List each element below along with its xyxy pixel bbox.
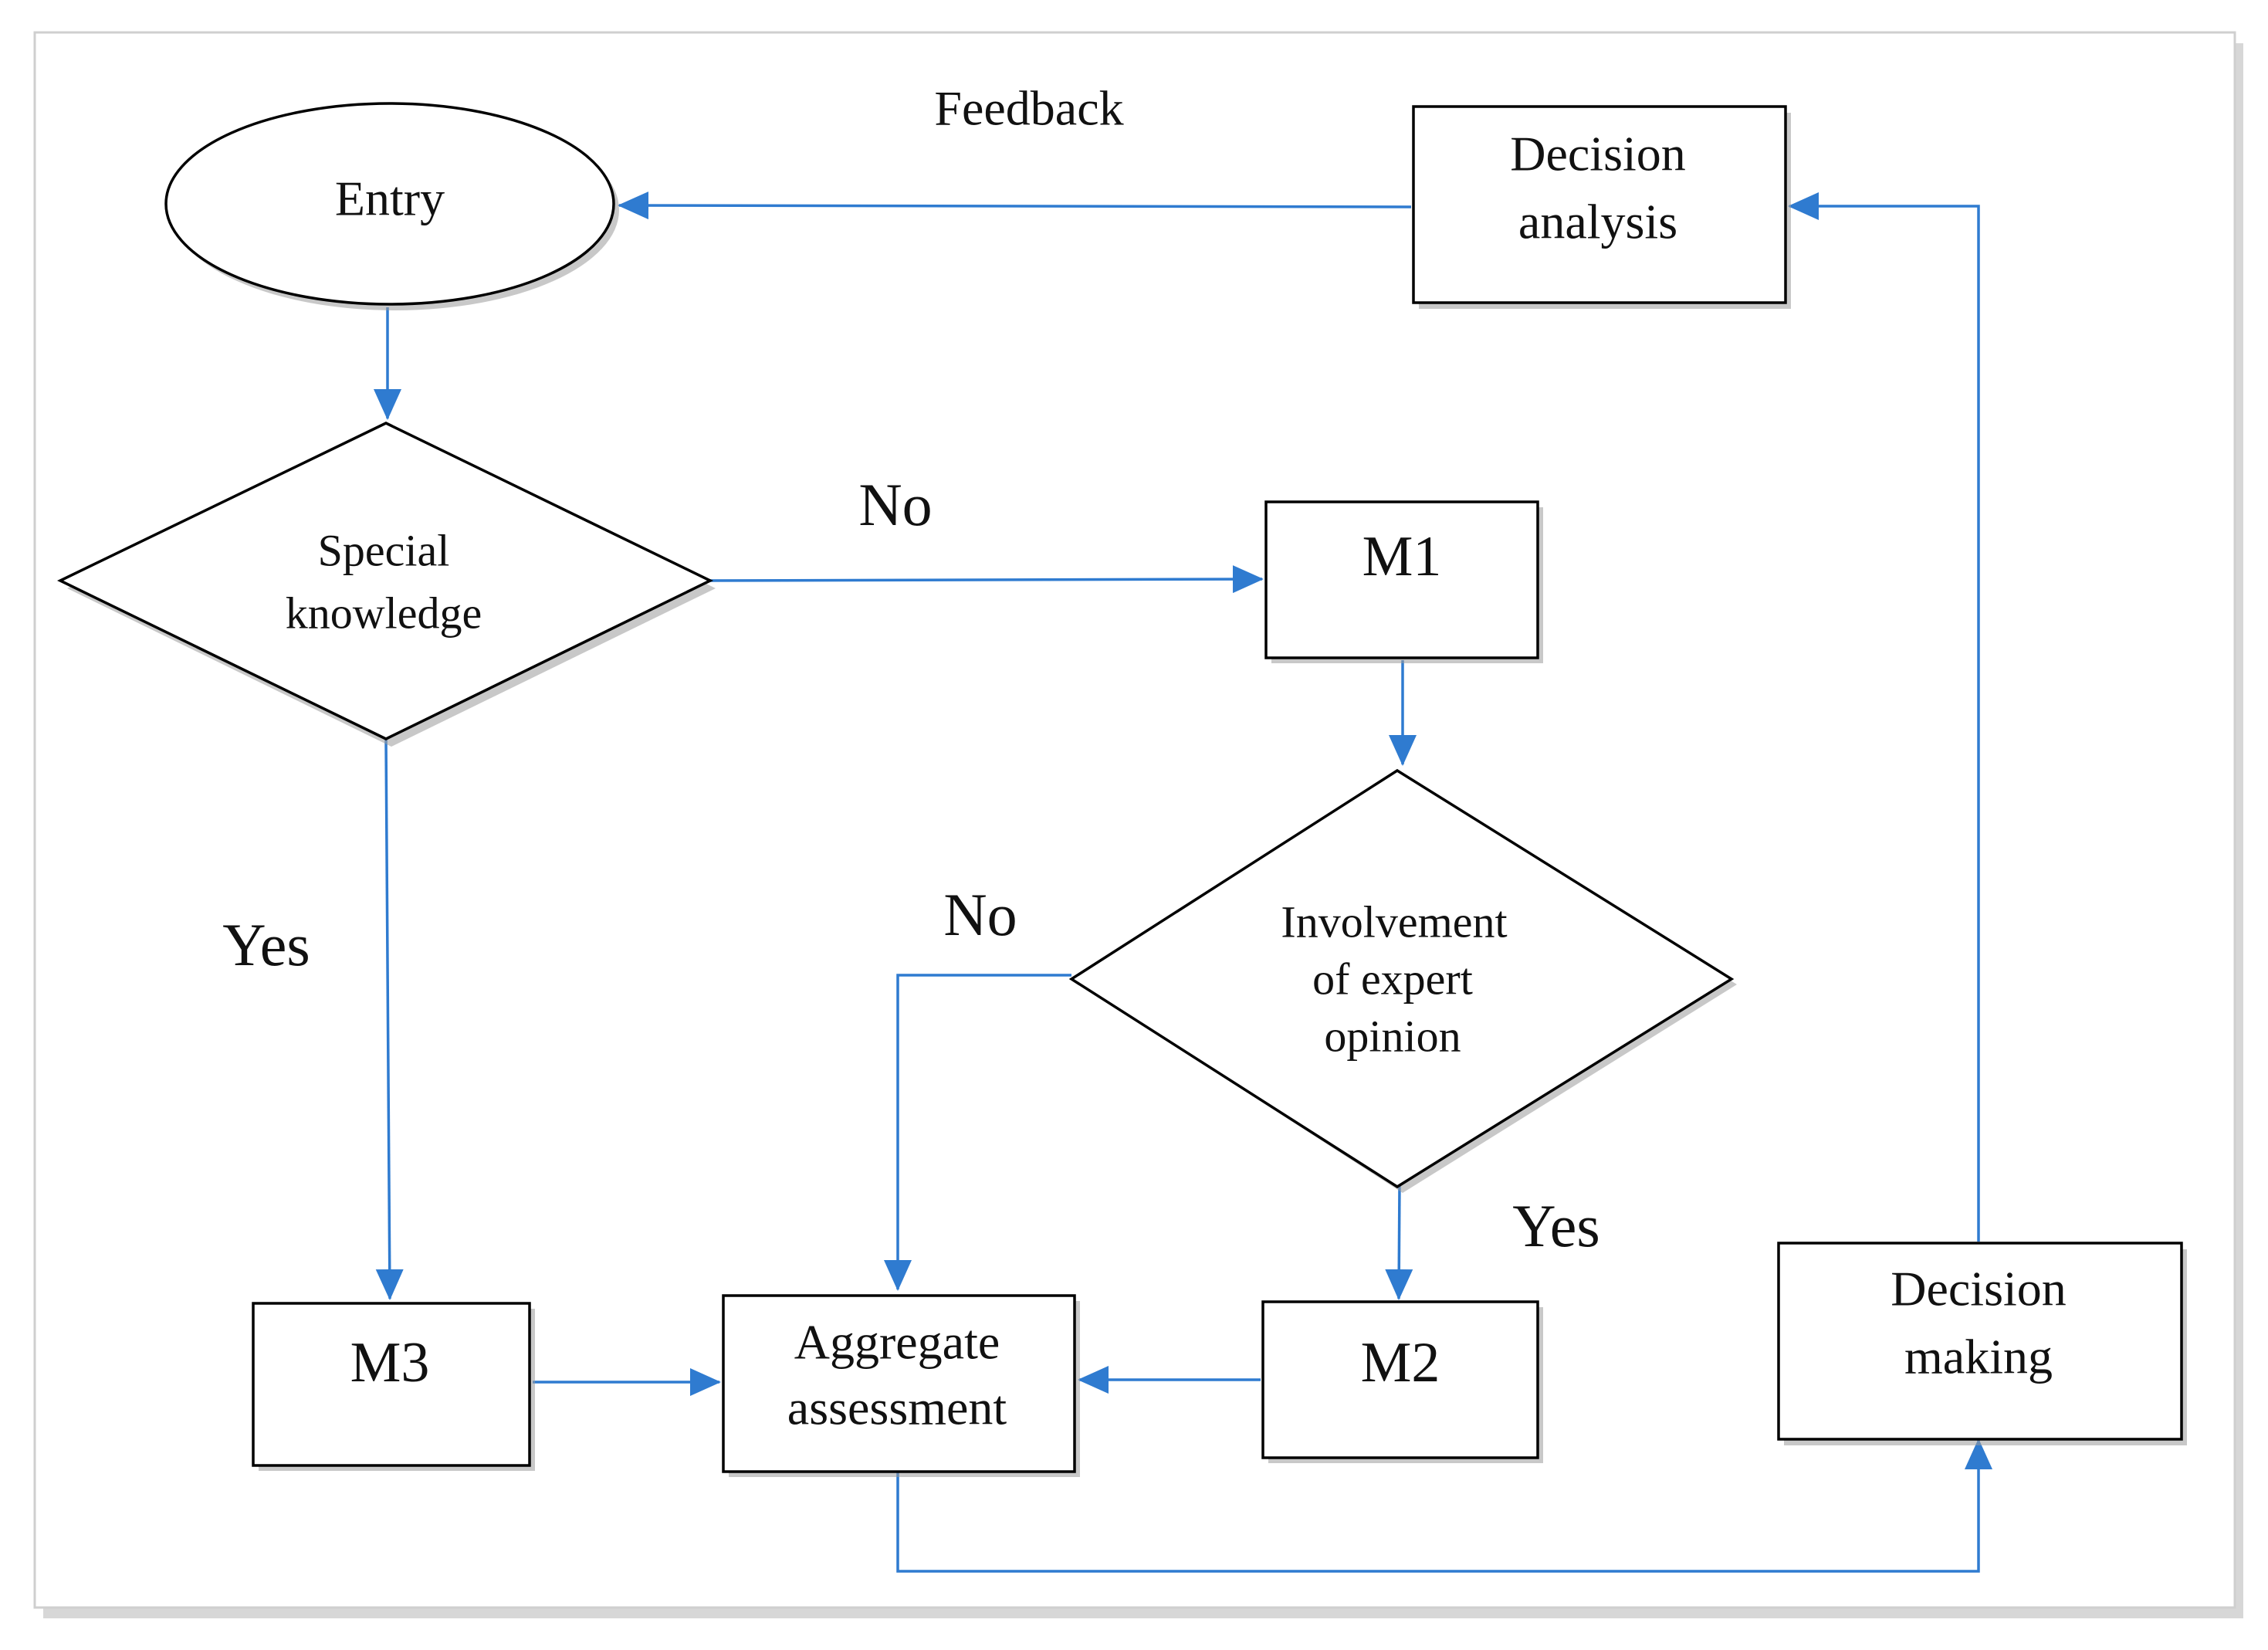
- edge-involvement-to-aggregate: [884, 974, 1071, 1291]
- involvement-node: [1068, 768, 1735, 1189]
- special-knowledge-label-line1: Special: [318, 525, 450, 575]
- m1-node: [1264, 500, 1539, 659]
- decision-analysis-node: [1412, 105, 1787, 304]
- edge-decision-making-to-decision-analysis: [1788, 192, 1980, 1242]
- edge-special-knowledge-to-m1: [709, 565, 1264, 594]
- feedback-label: Feedback: [934, 81, 1123, 136]
- m3-node: [252, 1302, 531, 1467]
- special-knowledge-label-line2: knowledge: [286, 588, 482, 638]
- decision-making-label-line1: Decision: [1891, 1262, 2067, 1316]
- m2-node: [1261, 1300, 1539, 1459]
- no-label-top: No: [858, 471, 932, 538]
- involvement-label-line2: of expert: [1312, 954, 1473, 1004]
- m1-label: M1: [1362, 525, 1442, 588]
- decision-analysis-label-line2: analysis: [1518, 195, 1677, 249]
- m3-label: M3: [350, 1331, 430, 1394]
- edge-special-knowledge-to-m3: [375, 738, 404, 1300]
- edge-aggregate-to-decision-making: [896, 1438, 1992, 1573]
- decision-making-node: [1777, 1242, 2183, 1441]
- edge-involvement-to-m2: [1385, 1182, 1413, 1300]
- involvement-label-line1: Involvement: [1281, 896, 1507, 947]
- aggregate-label-line2: assessment: [787, 1381, 1007, 1435]
- m2-label: M2: [1361, 1331, 1440, 1394]
- entry-label: Entry: [335, 171, 445, 226]
- decision-making-label-line2: making: [1904, 1330, 2053, 1384]
- aggregate-label-line1: Aggregate: [794, 1315, 1000, 1370]
- edge-feedback-to-entry: [618, 191, 1412, 220]
- involvement-label-line3: opinion: [1324, 1011, 1461, 1061]
- yes-label-left: Yes: [222, 911, 310, 978]
- decision-analysis-label-line1: Decision: [1510, 127, 1686, 181]
- special-knowledge-node: [56, 422, 713, 740]
- aggregate-assessment-node: [722, 1294, 1076, 1473]
- yes-label-right: Yes: [1512, 1192, 1600, 1259]
- entry-node: [164, 102, 615, 306]
- no-label-mid: No: [943, 881, 1017, 948]
